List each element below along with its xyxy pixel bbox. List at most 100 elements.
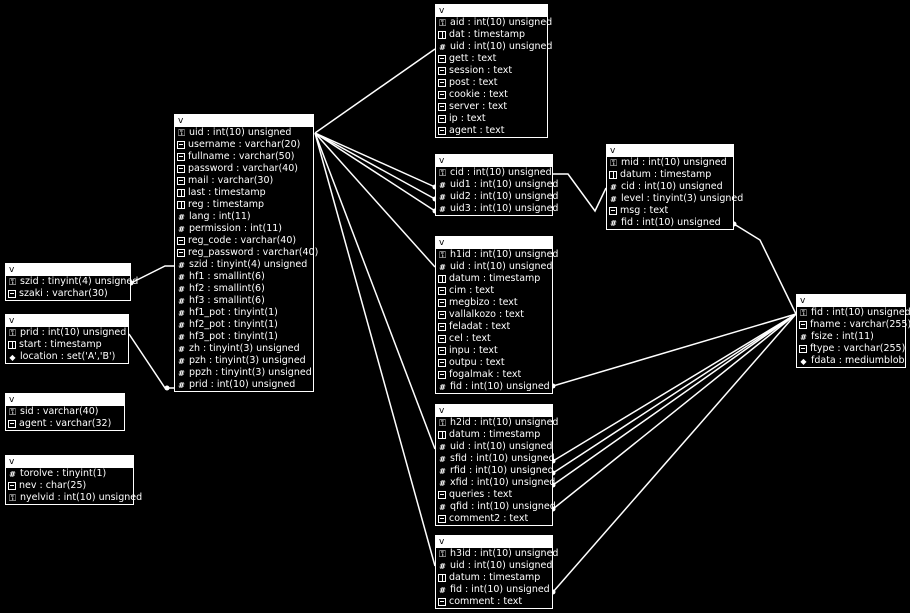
- table-header[interactable]: v: [6, 264, 130, 276]
- column-row[interactable]: fid : int(10) unsigned: [436, 381, 552, 393]
- column-row[interactable]: reg_password : varchar(40): [175, 247, 318, 259]
- column-row[interactable]: session : text: [436, 65, 547, 77]
- column-row[interactable]: fsize : int(11): [797, 331, 905, 343]
- column-row[interactable]: post : text: [436, 77, 547, 89]
- column-row[interactable]: mail : varchar(30): [175, 175, 313, 187]
- column-row[interactable]: last : timestamp: [175, 187, 313, 199]
- column-row[interactable]: sid : varchar(40): [6, 406, 124, 418]
- column-row[interactable]: outpu : text: [436, 357, 552, 369]
- column-row[interactable]: cookie : text: [436, 89, 547, 101]
- column-row[interactable]: uid : int(10) unsigned: [436, 560, 552, 572]
- column-row[interactable]: fid : int(10) unsigned: [436, 584, 552, 596]
- column-row[interactable]: start : timestamp: [6, 339, 128, 351]
- table-header[interactable]: v: [436, 536, 552, 548]
- column-row[interactable]: gett : text: [436, 53, 547, 65]
- column-row[interactable]: datum : timestamp: [436, 429, 552, 441]
- column-row[interactable]: datum : timestamp: [436, 273, 552, 285]
- column-row[interactable]: vallalkozo : text: [436, 309, 552, 321]
- column-row[interactable]: szid : tinyint(4) unsigned: [175, 259, 313, 271]
- column-row[interactable]: uid2 : int(10) unsigned: [436, 191, 558, 203]
- column-row[interactable]: xfid : int(10) unsigned: [436, 477, 555, 489]
- column-row[interactable]: uid : int(10) unsigned: [436, 261, 552, 273]
- table-header[interactable]: v: [436, 5, 547, 17]
- column-row[interactable]: h2id : int(10) unsigned: [436, 417, 558, 429]
- column-row[interactable]: msg : text: [607, 205, 733, 217]
- column-row[interactable]: hf1_pot : tinyint(1): [175, 307, 313, 319]
- column-row[interactable]: fullname : varchar(50): [175, 151, 313, 163]
- table-header[interactable]: v: [6, 456, 133, 468]
- column-row[interactable]: reg_code : varchar(40): [175, 235, 313, 247]
- column-row[interactable]: fogalmak : text: [436, 369, 552, 381]
- column-row[interactable]: uid : int(10) unsigned: [175, 127, 313, 139]
- column-row[interactable]: permission : int(11): [175, 223, 313, 235]
- table-header[interactable]: v: [436, 405, 552, 417]
- column-row[interactable]: uid3 : int(10) unsigned: [436, 203, 558, 215]
- column-row[interactable]: inpu : text: [436, 345, 552, 357]
- column-row[interactable]: comment : text: [436, 596, 552, 608]
- column-row[interactable]: cel : text: [436, 333, 552, 345]
- column-row[interactable]: rfid : int(10) unsigned: [436, 465, 554, 477]
- column-row[interactable]: pzh : tinyint(3) unsigned: [175, 355, 313, 367]
- column-row[interactable]: server : text: [436, 101, 547, 113]
- column-row[interactable]: qfid : int(10) unsigned: [436, 501, 556, 513]
- column-row[interactable]: sfid : int(10) unsigned: [436, 453, 555, 465]
- column-row[interactable]: cid : int(10) unsigned: [607, 181, 733, 193]
- column-row[interactable]: uid : int(10) unsigned: [436, 441, 552, 453]
- column-row[interactable]: reg : timestamp: [175, 199, 313, 211]
- table-header[interactable]: v: [607, 145, 733, 157]
- column-row[interactable]: ftype : varchar(255): [797, 343, 905, 355]
- column-row[interactable]: cim : text: [436, 285, 552, 297]
- table-header[interactable]: v: [797, 295, 905, 307]
- column-row[interactable]: password : varchar(40): [175, 163, 313, 175]
- column-row[interactable]: ppzh : tinyint(3) unsigned: [175, 367, 313, 379]
- column-row[interactable]: queries : text: [436, 489, 552, 501]
- column-row[interactable]: agent : text: [436, 125, 547, 137]
- column-row[interactable]: prid : int(10) unsigned: [175, 379, 313, 391]
- column-row[interactable]: username : varchar(20): [175, 139, 313, 151]
- column-row[interactable]: megbizo : text: [436, 297, 552, 309]
- column-row[interactable]: szid : tinyint(4) unsigned: [6, 276, 138, 288]
- column-row[interactable]: h3id : int(10) unsigned: [436, 548, 558, 560]
- column-row[interactable]: aid : int(10) unsigned: [436, 17, 552, 29]
- column-row[interactable]: fid : int(10) unsigned: [797, 307, 910, 319]
- column-row[interactable]: nev : char(25): [6, 480, 133, 492]
- column-row[interactable]: cid : int(10) unsigned: [436, 167, 552, 179]
- column-row[interactable]: fname : varchar(255): [797, 319, 910, 331]
- table-conv[interactable]: vcid : int(10) unsigneduid1 : int(10) un…: [435, 154, 558, 216]
- table-header[interactable]: v: [436, 155, 552, 167]
- column-row[interactable]: location : set('A','B'): [6, 351, 128, 363]
- table-sess[interactable]: vsid : varchar(40)agent : varchar(32): [5, 393, 125, 431]
- column-row[interactable]: torolve : tinyint(1): [6, 468, 133, 480]
- table-header[interactable]: v: [175, 115, 313, 127]
- table-header[interactable]: v: [436, 237, 552, 249]
- table-lang[interactable]: vtorolve : tinyint(1)nev : char(25)nyelv…: [5, 455, 142, 505]
- column-row[interactable]: ip : text: [436, 113, 547, 125]
- column-row[interactable]: zh : tinyint(3) unsigned: [175, 343, 313, 355]
- column-row[interactable]: agent : varchar(32): [6, 418, 124, 430]
- column-row[interactable]: fdata : mediumblob: [797, 355, 905, 367]
- column-row[interactable]: hf1 : smallint(6): [175, 271, 313, 283]
- table-header[interactable]: v: [6, 315, 128, 327]
- column-row[interactable]: hf3 : smallint(6): [175, 295, 313, 307]
- column-row[interactable]: lang : int(11): [175, 211, 313, 223]
- table-h3[interactable]: vh3id : int(10) unsigneduid : int(10) un…: [435, 535, 558, 609]
- column-row[interactable]: datum : timestamp: [436, 572, 552, 584]
- column-row[interactable]: hf2_pot : tinyint(1): [175, 319, 313, 331]
- column-row[interactable]: comment2 : text: [436, 513, 552, 525]
- column-row[interactable]: uid1 : int(10) unsigned: [436, 179, 558, 191]
- column-row[interactable]: fid : int(10) unsigned: [607, 217, 733, 229]
- column-row[interactable]: mid : int(10) unsigned: [607, 157, 733, 169]
- column-row[interactable]: dat : timestamp: [436, 29, 547, 41]
- column-row[interactable]: h1id : int(10) unsigned: [436, 249, 558, 261]
- column-row[interactable]: hf3_pot : tinyint(1): [175, 331, 313, 343]
- column-row[interactable]: prid : int(10) unsigned: [6, 327, 128, 339]
- column-row[interactable]: hf2 : smallint(6): [175, 283, 313, 295]
- column-row[interactable]: datum : timestamp: [607, 169, 733, 181]
